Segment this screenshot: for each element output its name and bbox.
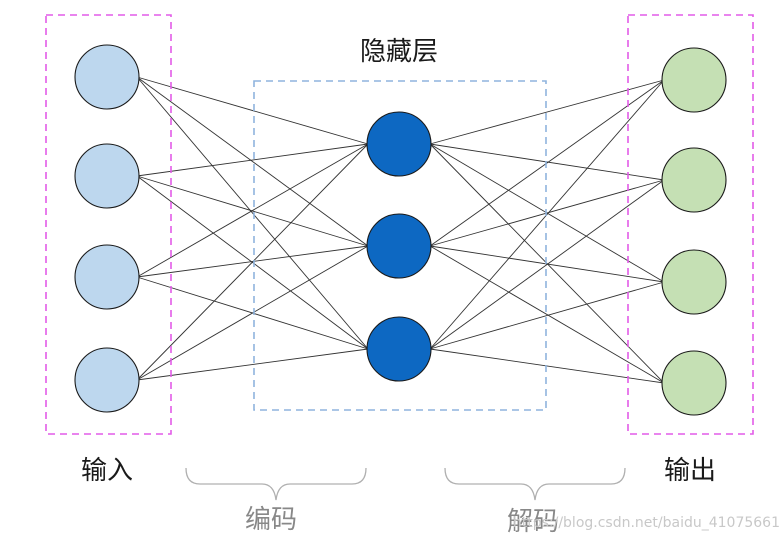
output-node-3 xyxy=(661,249,727,315)
input-node-2 xyxy=(74,143,140,209)
output-node-1 xyxy=(661,47,727,113)
connection-hidden-2-output-2 xyxy=(429,179,665,247)
connection-input-4-hidden-3 xyxy=(136,348,369,381)
connection-hidden-1-output-4 xyxy=(429,143,665,384)
input-layer-box xyxy=(45,14,172,435)
input-node-4 xyxy=(74,347,140,413)
input-node-3 xyxy=(74,244,140,310)
hidden-node-1 xyxy=(366,111,432,177)
connection-input-4-hidden-1 xyxy=(136,143,369,381)
input-node-1 xyxy=(74,44,140,110)
connection-hidden-1-output-1 xyxy=(429,79,665,145)
connection-input-1-hidden-3 xyxy=(136,76,369,350)
watermark-text: https://blog.csdn.net/baidu_41075661 xyxy=(513,515,780,531)
connections xyxy=(136,76,665,384)
connection-hidden-3-output-3 xyxy=(429,281,665,350)
connection-hidden-3-output-4 xyxy=(429,348,665,384)
output-label: 输出 xyxy=(664,456,716,486)
neurons xyxy=(74,44,727,416)
input-label: 输入 xyxy=(81,456,133,486)
connection-input-3-hidden-1 xyxy=(136,143,369,278)
decode-brace xyxy=(444,467,626,501)
hidden-node-3 xyxy=(366,316,432,382)
decode-label: 解码 xyxy=(507,507,559,537)
output-node-2 xyxy=(661,147,727,213)
connection-input-1-hidden-2 xyxy=(136,76,369,247)
encode-label: 编码 xyxy=(245,505,297,535)
connection-input-1-hidden-1 xyxy=(136,76,369,145)
hidden-node-2 xyxy=(366,213,432,279)
encode-brace xyxy=(185,467,367,501)
hidden-layer-box xyxy=(253,80,547,411)
connection-hidden-1-output-2 xyxy=(429,143,665,181)
output-layer-box xyxy=(627,14,754,435)
connection-input-2-hidden-1 xyxy=(136,143,369,177)
connection-hidden-2-output-4 xyxy=(429,245,665,384)
connection-hidden-3-output-1 xyxy=(429,79,665,350)
connection-hidden-3-output-2 xyxy=(429,179,665,350)
connection-input-4-hidden-2 xyxy=(136,245,369,381)
hidden-layer-label: 隐藏层 xyxy=(360,37,438,67)
output-node-4 xyxy=(661,350,727,416)
connection-hidden-2-output-1 xyxy=(429,79,665,247)
